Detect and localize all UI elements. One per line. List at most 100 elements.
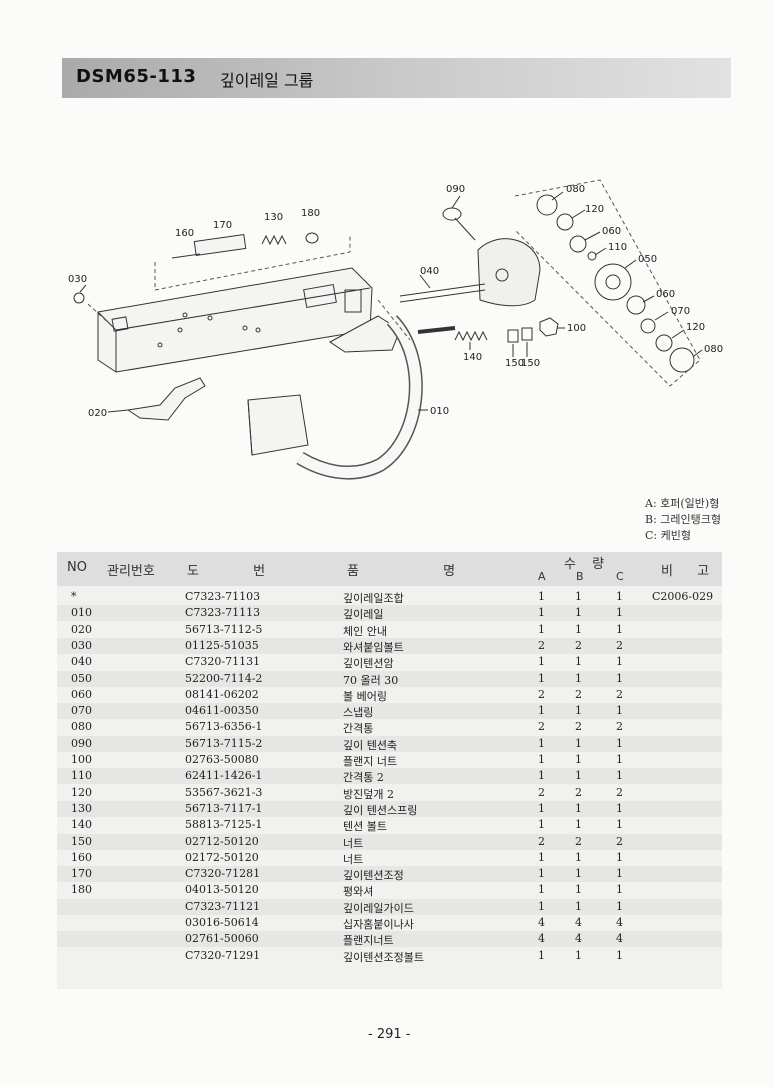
cell-no: 080: [71, 720, 92, 734]
cell-a: 2: [538, 834, 545, 848]
cell-name: 볼 베어링: [343, 689, 387, 703]
cell-c: 2: [616, 785, 623, 799]
cell-no: 070: [71, 704, 92, 718]
cell-b: 1: [575, 736, 582, 750]
cell-drawing: C7323-71121: [185, 899, 261, 913]
tension-arm: [477, 238, 541, 307]
callout-label: 090: [446, 184, 465, 195]
cell-c: 1: [616, 622, 623, 636]
cell-a: 1: [538, 671, 545, 685]
cell-b: 2: [575, 834, 582, 848]
cell-c: 2: [616, 687, 623, 701]
cell-drawing: C7320-71281: [185, 867, 261, 881]
callout-label: 040: [420, 266, 439, 277]
cell-drawing: 56713-7117-1: [185, 801, 263, 815]
cell-drawing: C7320-71131: [185, 655, 261, 669]
cell-drawing: 52200-7114-2: [185, 671, 263, 685]
group-name: 깊이레일 그룹: [220, 71, 314, 90]
cell-drawing: 08141-06202: [185, 687, 259, 701]
cell-drawing: 04611-00350: [185, 704, 259, 718]
cell-a: 1: [538, 769, 545, 783]
cell-no: 060: [71, 687, 92, 701]
cell-a: 1: [538, 850, 545, 864]
header-a: A: [538, 570, 546, 583]
cell-name: 깊이 텐션스프링: [343, 803, 418, 817]
cell-drawing: 56713-6356-1: [185, 720, 263, 734]
cell-name: 너트: [343, 852, 364, 866]
cell-a: 4: [538, 916, 545, 929]
cell-c: 1: [616, 818, 623, 832]
callout-label: 010: [430, 406, 449, 417]
cell-drawing: 02763-50080: [185, 753, 259, 766]
cell-b: 1: [575, 769, 582, 783]
header-no: NO: [67, 560, 87, 575]
cell-a: 1: [538, 883, 545, 897]
cell-a: 2: [538, 785, 545, 799]
cell-name: 깊이텐션조정: [343, 869, 404, 883]
cell-name: 깊이 텐션축: [343, 738, 398, 752]
cell-b: 1: [575, 753, 582, 766]
cell-name: 깊이레일: [343, 608, 384, 622]
cell-no: 040: [71, 655, 92, 669]
cell-b: 1: [575, 948, 582, 962]
header-c: C: [616, 570, 624, 583]
cell-drawing: 01125-51035: [185, 638, 259, 652]
diagram-labels: 090 080 120 060 110 050 060 070 120 080 …: [68, 184, 723, 419]
legend-item: B: 그레인탱크형: [645, 513, 722, 526]
legend-item: C: 케빈형: [645, 529, 691, 542]
cell-b: 1: [575, 704, 582, 718]
callout-label: 060: [602, 226, 621, 237]
cell-c: 1: [616, 590, 623, 603]
header-drawing: 도 번: [187, 564, 266, 579]
cell-name: 체인 안내: [343, 624, 387, 638]
cell-no: 180: [71, 883, 92, 897]
cell-no: 010: [71, 606, 92, 620]
cell-a: 1: [538, 622, 545, 636]
cell-a: 1: [538, 753, 545, 766]
cell-c: 1: [616, 736, 623, 750]
cell-a: 1: [538, 736, 545, 750]
cell-no: 130: [71, 801, 92, 815]
roller-050: [594, 263, 632, 301]
cell-b: 2: [575, 720, 582, 734]
callout-label: 080: [704, 344, 723, 355]
callout-label: 100: [567, 323, 586, 334]
cell-name: 간격통 2: [343, 771, 384, 785]
cell-a: 1: [538, 948, 545, 962]
header-qty: 수 량: [564, 557, 605, 572]
cell-no: 110: [71, 769, 92, 783]
cell-a: 2: [538, 687, 545, 701]
cell-drawing: 56713-7115-2: [185, 736, 263, 750]
cell-no: 050: [71, 671, 92, 685]
group-code: DSM65-113: [76, 66, 197, 87]
cell-name: 와셔붙임볼트: [343, 640, 404, 654]
cell-a: 1: [538, 655, 545, 669]
cell-no: 150: [71, 834, 92, 848]
callout-label: 150: [505, 358, 524, 369]
callout-label: 170: [213, 220, 232, 231]
cell-name: 70 올러 30: [343, 673, 399, 687]
cell-name: 텐션 볼트: [343, 820, 387, 834]
cell-c: 1: [616, 801, 623, 815]
cell-c: 4: [616, 916, 623, 929]
cell-c: 1: [616, 671, 623, 685]
cell-drawing: 56713-7112-5: [185, 622, 263, 636]
cell-no: 020: [71, 622, 92, 636]
cell-b: 1: [575, 867, 582, 881]
cell-drawing: C7323-71113: [185, 606, 261, 620]
cell-b: 2: [575, 638, 582, 652]
cell-no: 170: [71, 867, 92, 881]
cell-no: 100: [71, 753, 92, 766]
callout-label: 070: [671, 306, 690, 317]
